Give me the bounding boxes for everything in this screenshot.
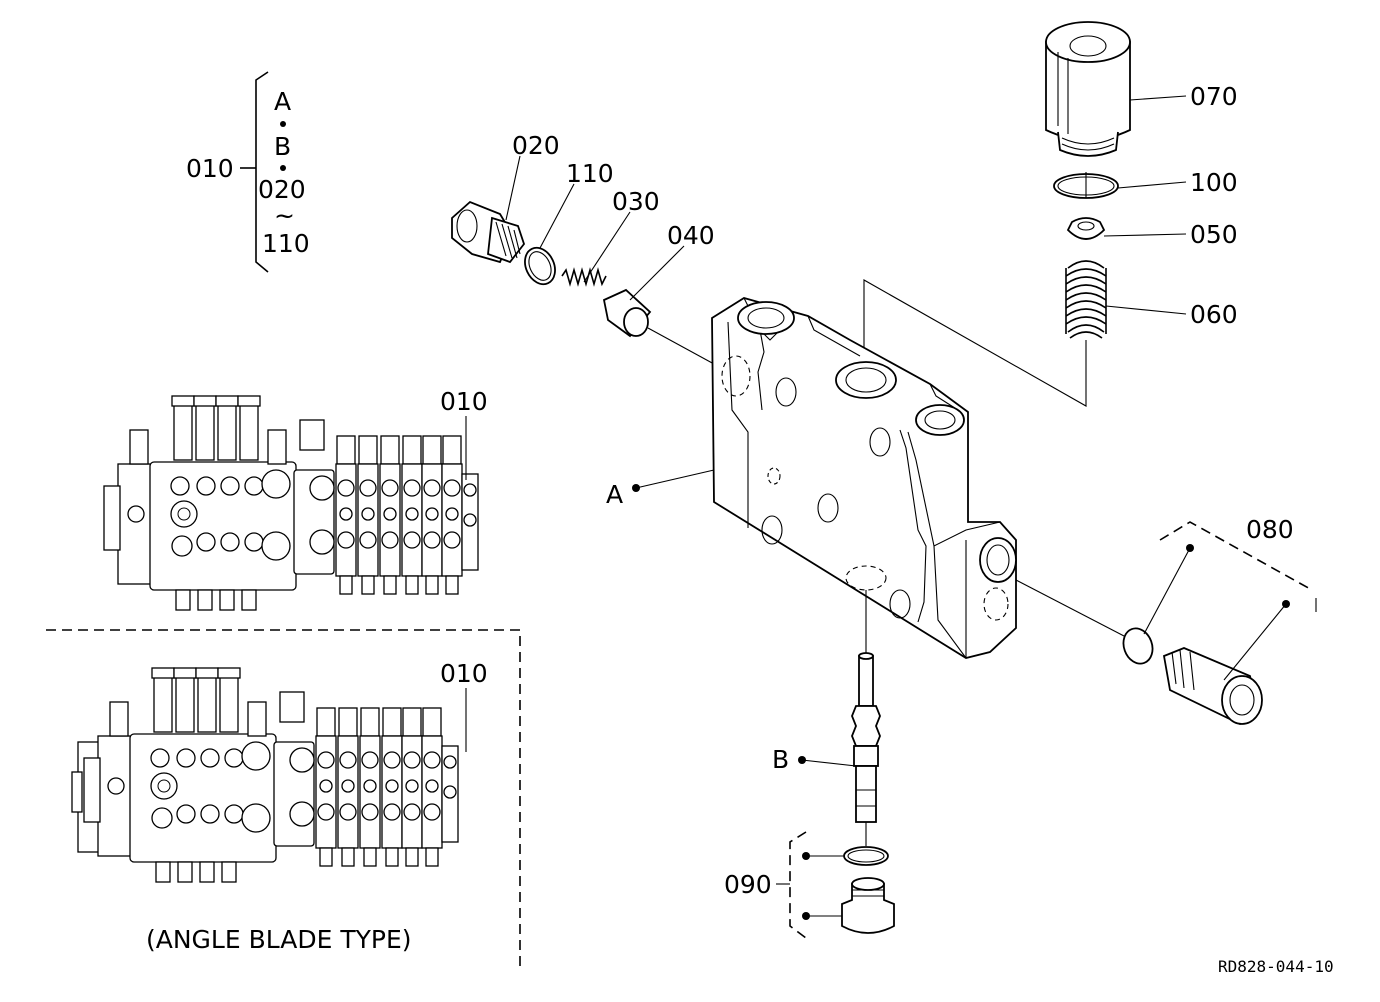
spring-030[interactable] xyxy=(561,267,607,287)
label-a[interactable]: A xyxy=(606,480,623,509)
spool-b[interactable] xyxy=(851,652,881,823)
bracket-label-a: A xyxy=(274,87,291,116)
label-010-bottom[interactable]: 010 xyxy=(440,659,488,688)
bracket-label-b: B xyxy=(274,132,291,161)
label-080[interactable]: 080 xyxy=(1246,515,1294,544)
cap-070[interactable] xyxy=(1045,21,1131,157)
label-020[interactable]: 020 xyxy=(512,131,560,160)
spring-060[interactable] xyxy=(1065,260,1107,339)
control-valve-assembly-standard[interactable] xyxy=(103,395,479,611)
label-050[interactable]: 050 xyxy=(1190,220,1238,249)
plug-020[interactable] xyxy=(451,200,526,264)
angle-blade-type-caption: (ANGLE BLADE TYPE) xyxy=(146,925,412,954)
plug-090[interactable] xyxy=(841,877,895,934)
label-040[interactable]: 040 xyxy=(667,221,715,250)
label-110[interactable]: 110 xyxy=(566,159,614,188)
seat-050[interactable] xyxy=(1066,217,1106,240)
o-ring-080[interactable] xyxy=(1119,624,1158,667)
label-010-main[interactable]: 010 xyxy=(186,154,234,183)
valve-body-a[interactable] xyxy=(711,297,1017,659)
bracket-label-tilde: ~ xyxy=(274,201,295,230)
poppet-040[interactable] xyxy=(602,288,652,338)
label-010-top[interactable]: 010 xyxy=(440,387,488,416)
control-valve-assembly-angle-blade[interactable] xyxy=(71,667,459,883)
assembly-bracket: 010 A B 020 ~ 110 xyxy=(186,71,310,273)
label-030[interactable]: 030 xyxy=(612,187,660,216)
relief-080[interactable] xyxy=(1162,647,1263,726)
o-ring-110[interactable] xyxy=(519,243,560,289)
label-070[interactable]: 070 xyxy=(1190,82,1238,111)
label-b[interactable]: B xyxy=(772,745,789,774)
bracket-label-020: 020 xyxy=(258,175,306,204)
label-090[interactable]: 090 xyxy=(724,870,772,899)
label-100[interactable]: 100 xyxy=(1190,168,1238,197)
label-060[interactable]: 060 xyxy=(1190,300,1238,329)
diagram-reference-code: RD828-044-10 xyxy=(1218,957,1334,976)
bracket-label-110: 110 xyxy=(262,229,310,258)
